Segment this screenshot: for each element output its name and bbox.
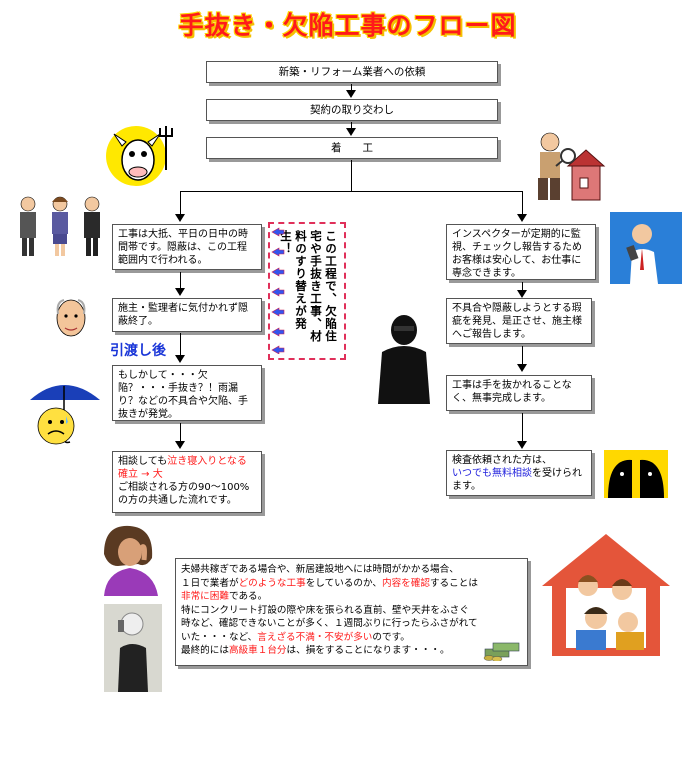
right-box-complete: 工事は手を抜かれることなく、無事完成します。	[446, 375, 592, 411]
connector-line	[351, 160, 352, 191]
bottom-line-4: 特にコンクリート打設の際や床を張られる直前、壁や天井をふさぐ	[181, 604, 522, 618]
bottom-line-5: 時など、確認できないことが多く、１週間ぶりに行ったらふさがれて	[181, 617, 522, 631]
flow-step-contract-label: 契約の取り交わし	[310, 104, 394, 116]
bottom-line-3: 非常に困難である。	[181, 590, 522, 604]
connector-line	[351, 84, 352, 92]
bottom-text-red: どのような工事	[238, 577, 306, 589]
left-box-defect-found-text: もしかして・・・欠陥？・・・手抜き？！雨漏り？などの不具合や欠陥、手抜きが発覚。	[118, 370, 248, 420]
bottom-text: いた・・・など、	[181, 631, 258, 643]
arrow-down-icon	[175, 288, 185, 296]
bottom-text-red: 非常に困難	[181, 591, 229, 602]
family-house-icon	[542, 534, 670, 656]
bottom-line-7: 最終的には高級車１台分は、損をすることになります・・・。	[181, 644, 522, 658]
bottom-line-1: 夫婦共稼ぎである場合や、新居建設地へには時間がかかる場合、	[181, 563, 522, 577]
inspector-house-icon	[538, 132, 606, 201]
bottom-line-2: １日で業者がどのような工事をしているのか、内容を確認することは	[181, 577, 522, 591]
bottom-text: である。	[228, 591, 268, 602]
sad-face-umbrella-icon	[30, 385, 100, 445]
handover-label: 引渡し後	[110, 343, 166, 359]
arrow-down-icon	[175, 214, 185, 222]
right-box-complete-text: 工事は手を抜かれることなく、無事完成します。	[452, 380, 572, 404]
bottom-text: をしているのか、	[305, 577, 382, 589]
arrow-down-icon	[175, 441, 185, 449]
bottom-text: 時など、確認できないことが多く、１週間ぶりに行ったらふさがれて	[181, 618, 478, 629]
left-box-defect-found: もしかして・・・欠陥？・・・手抜き？！雨漏り？などの不具合や欠陥、手抜きが発覚。	[112, 365, 262, 421]
left-box-work-hours: 工事は大抵、平日の日中の時間帯です。隠蔽は、この工程範囲内で行われる。	[112, 224, 262, 270]
old-man-face-icon	[56, 299, 86, 337]
arrow-down-icon	[175, 355, 185, 363]
bottom-text-red: 内容を確認	[382, 577, 430, 589]
left-box-concealed: 施主・監理者に気付かれず隠蔽終了。	[112, 298, 262, 332]
left-box-work-hours-text: 工事は大抵、平日の日中の時間帯です。隠蔽は、この工程範囲内で行われる。	[118, 229, 248, 266]
left-box-result-text-b: 泣き寝入りとなる確立 → 大	[118, 456, 247, 480]
arrow-left-icon	[271, 227, 285, 354]
right-box-fix-defects: 不具合や隠蔽しようとする瑕疵を発見、是正させ、施主様へご報告します。	[446, 298, 592, 344]
flow-step-request: 新築・リフォーム業者への依頼	[206, 61, 498, 83]
right-box-inspector-text: インスペクターが定期的に監視、チェックし報告するためお客様は安心して、お仕事に専…	[452, 229, 582, 279]
right-box-fix-defects-text: 不具合や隠蔽しようとする瑕疵を発見、是正させ、施主様へご報告します。	[452, 303, 582, 340]
left-box-result-text-a: 相談しても	[118, 456, 168, 467]
money-stack-icon	[483, 642, 520, 661]
branch-line	[180, 191, 523, 192]
arrow-down-icon	[346, 128, 356, 136]
flow-step-request-label: 新築・リフォーム業者への依頼	[278, 66, 426, 78]
arrow-down-icon	[517, 441, 527, 449]
right-box-inspector: インスペクターが定期的に監視、チェックし報告するためお客様は安心して、お仕事に専…	[446, 224, 596, 280]
arrow-down-icon	[346, 90, 356, 98]
arrow-down-icon	[517, 364, 527, 372]
left-box-result-text-c: ご相談される方の90～100%の方の共通した流れです。	[118, 482, 250, 506]
flow-step-contract: 契約の取り交わし	[206, 99, 498, 121]
arrow-down-icon	[517, 214, 527, 222]
right-box-free-consult-text-a: 検査依頼された方は、	[452, 455, 552, 466]
devil-cow-icon	[106, 126, 173, 186]
connector-line	[522, 191, 523, 216]
right-box-free-consult-text-b: いつでも無料相談	[452, 468, 532, 479]
bottom-text: のです。	[372, 631, 410, 643]
bottom-text-red: 言えざる不満・不安が多い	[257, 631, 373, 643]
left-box-concealed-text: 施主・監理者に気付かれず隠蔽終了。	[118, 303, 248, 327]
flow-step-start: 着 工	[206, 137, 498, 159]
bottom-text: １日で業者が	[181, 577, 239, 589]
bottom-text-red: 高級車１台分	[228, 645, 287, 656]
connector-line	[180, 333, 181, 357]
connector-line	[180, 191, 181, 216]
troubled-woman-icon	[104, 525, 158, 596]
woman-on-phone-icon	[104, 604, 162, 692]
left-box-result: 相談しても泣き寝入りとなる確立 → 大 ご相談される方の90～100%の方の共通…	[112, 451, 262, 513]
right-box-free-consult: 検査依頼された方は、 いつでも無料相談を受けられます。	[446, 450, 592, 496]
connector-line	[522, 413, 523, 443]
bottom-text: は、損をすることになります・・・。	[286, 645, 450, 656]
connector-line	[180, 272, 181, 290]
bottom-summary-box: 夫婦共稼ぎである場合や、新居建設地へには時間がかかる場合、 １日で業者がどのよう…	[175, 558, 528, 666]
connector-line	[351, 122, 352, 130]
page-title: 手抜き・欠陥工事のフロー図	[178, 11, 517, 40]
bottom-text: することは	[429, 577, 478, 589]
bottom-text: 最終的には	[181, 645, 229, 656]
connector-line	[522, 346, 523, 366]
silhouette-man-icon	[378, 315, 430, 404]
three-people-icon	[20, 196, 100, 256]
whisper-faces-icon	[604, 450, 668, 498]
bottom-text: 夫婦共稼ぎである場合や、新居建設地へには時間がかかる場合、	[181, 564, 459, 575]
bottom-line-6: いた・・・など、言えざる不満・不安が多いのです。	[181, 631, 522, 645]
center-note-text: この工程で、欠陥住宅や手抜き工事、材料のすり替えが発生！	[279, 230, 338, 343]
arrow-down-icon	[517, 290, 527, 298]
flow-step-start-label: 着 工	[331, 142, 373, 154]
man-on-phone-icon	[610, 212, 682, 284]
right-box-free-consult-text-c: を受けられます。	[452, 468, 582, 492]
connector-line	[522, 282, 523, 292]
center-note-box: この工程で、欠陥住宅や手抜き工事、材料のすり替えが発生！	[268, 222, 346, 360]
bottom-text: 特にコンクリート打設の際や床を張られる直前、壁や天井をふさぐ	[181, 604, 469, 616]
connector-line	[180, 423, 181, 443]
